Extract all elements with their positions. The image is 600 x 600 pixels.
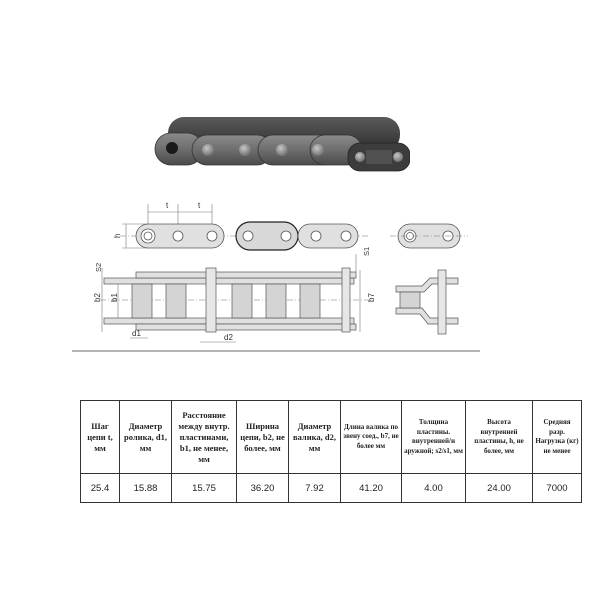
label-d1: d1 <box>132 329 141 338</box>
cell-pin-length: 41.20 <box>340 473 402 503</box>
cell-pin-diameter: 7.92 <box>288 473 341 503</box>
cell-pitch: 25.4 <box>80 473 120 503</box>
label-s1: S1 <box>362 247 371 256</box>
label-b2: b2 <box>93 293 102 302</box>
label-t2: t <box>198 201 201 210</box>
chain-spec-table: Шаг цепи t, мм Диаметр ролика, d1, мм Ра… <box>80 400 582 503</box>
cell-roller-diameter: 15.88 <box>119 473 172 503</box>
chain-technical-drawing: t t h S2 S1 b2 b1 b7 <box>72 201 480 352</box>
table-row: 25.4 15.88 15.75 36.20 7.92 41.20 4.00 2… <box>80 473 582 503</box>
header-row: Шаг цепи t, мм Диаметр ролика, d1, мм Ра… <box>80 400 582 474</box>
label-t1: t <box>166 201 169 210</box>
header-roller-diameter: Диаметр ролика, d1, мм <box>119 400 172 474</box>
cell-breaking-load: 7000 <box>532 473 582 503</box>
chain-photo <box>154 117 410 172</box>
label-b1: b1 <box>110 293 119 302</box>
label-s2: S2 <box>94 263 103 272</box>
header-plate-height: Высота внутренней пластины, h, не более,… <box>465 400 533 474</box>
header-breaking-load: Средняя разр. Нагрузка (кг) не менее <box>532 400 582 474</box>
label-h: h <box>113 234 122 238</box>
header-pin-diameter: Диаметр валика, d2, мм <box>288 400 341 474</box>
header-plate-thickness: Толщина пластины. внутренней/н аружной; … <box>401 400 466 474</box>
header-pin-length: Длина валика по звену соед., b7, не боле… <box>340 400 402 474</box>
cell-inner-width: 15.75 <box>171 473 237 503</box>
header-inner-width: Расстояние между внутр. пластинами, b1, … <box>171 400 237 474</box>
label-b7: b7 <box>367 293 376 302</box>
header-pitch: Шаг цепи t, мм <box>80 400 120 474</box>
cell-plate-thickness: 4.00 <box>401 473 466 503</box>
label-d2: d2 <box>224 333 233 342</box>
header-chain-width: Ширина цепи, b2, не более, мм <box>236 400 289 474</box>
cell-plate-height: 24.00 <box>465 473 533 503</box>
cell-chain-width: 36.20 <box>236 473 289 503</box>
